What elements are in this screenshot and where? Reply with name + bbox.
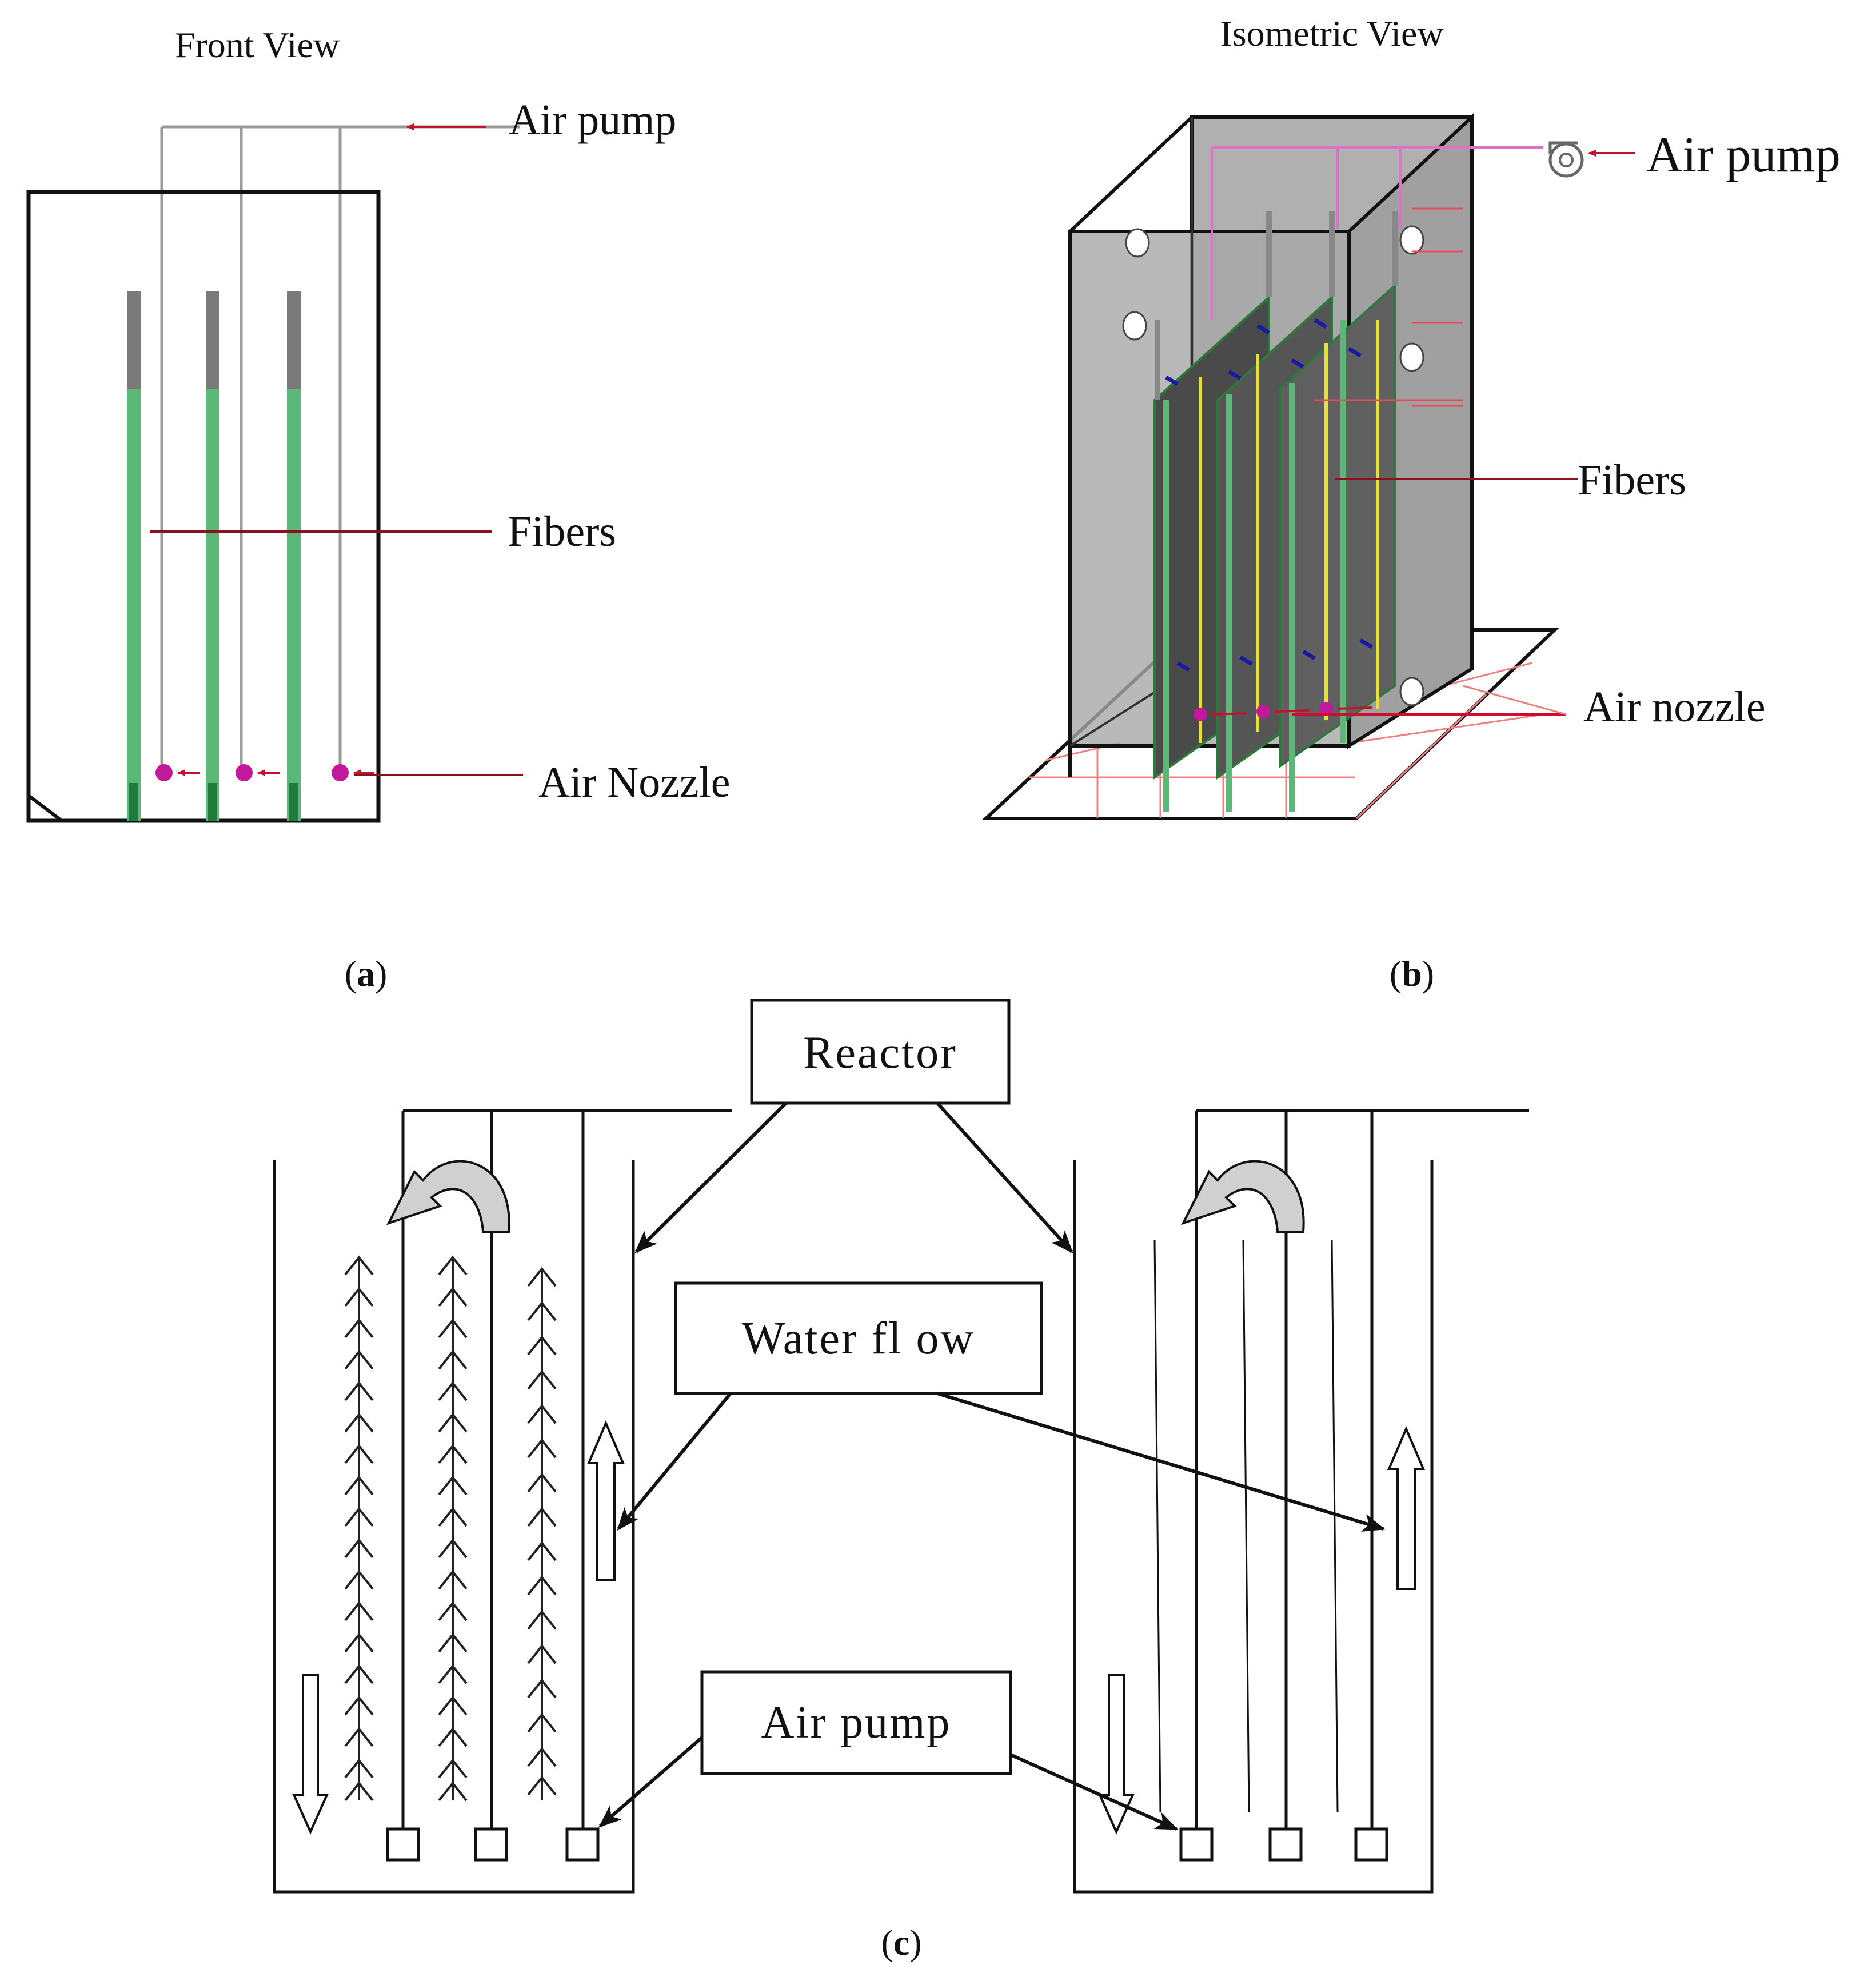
front-fibers [127, 291, 301, 821]
panel-a-front-view: Front View [26, 25, 731, 994]
air-pump-icon [1548, 141, 1584, 178]
label-fibers-b: Fibers [1578, 456, 1686, 504]
right-reactor [1073, 1109, 1529, 1894]
caption-a: (a) [345, 953, 388, 994]
down-arrow-icon [292, 1674, 329, 1835]
caption-c: (c) [881, 1922, 921, 1963]
reactor-label: Reactor [803, 1028, 957, 1078]
water-flow-box: Water fl ow [674, 1281, 1043, 1395]
caption-b: (b) [1390, 953, 1434, 994]
reactor-box: Reactor [750, 999, 1011, 1105]
bubble-columns [344, 1256, 557, 1802]
iso-air-piping [1211, 146, 1543, 320]
pointer-arrows [598, 1101, 1386, 1831]
curved-arrow-icon [1181, 1160, 1305, 1233]
iso-ports [1122, 225, 1424, 706]
label-air-nozzle-a: Air Nozzle [538, 758, 731, 806]
down-arrow-icon [1097, 1674, 1135, 1835]
panel-b-isometric-view: Isometric View [981, 13, 1841, 994]
front-air-nozzles [155, 764, 374, 781]
water-flow-label: Water fl ow [742, 1313, 976, 1364]
up-arrow-icon [1387, 1425, 1426, 1590]
panel-b-heading: Isometric View [1220, 13, 1443, 54]
front-reactor-tank [26, 190, 381, 823]
panel-c-flow-schematic: Reactor Water fl ow Air pump (c) [273, 999, 1529, 1963]
air-pump-label-c: Air pump [761, 1698, 952, 1748]
label-air-pump-b: Air pump [1646, 127, 1841, 183]
label-fibers-a: Fibers [508, 508, 616, 556]
air-pump-box: Air pump [700, 1670, 1012, 1775]
label-air-nozzle-b: Air nozzle [1583, 683, 1766, 731]
curved-arrow-icon [386, 1160, 510, 1233]
iso-fiber-modules [1153, 211, 1398, 812]
label-air-pump-a: Air pump [509, 96, 676, 144]
panel-a-heading: Front View [175, 25, 340, 65]
up-arrow-icon [586, 1420, 625, 1581]
